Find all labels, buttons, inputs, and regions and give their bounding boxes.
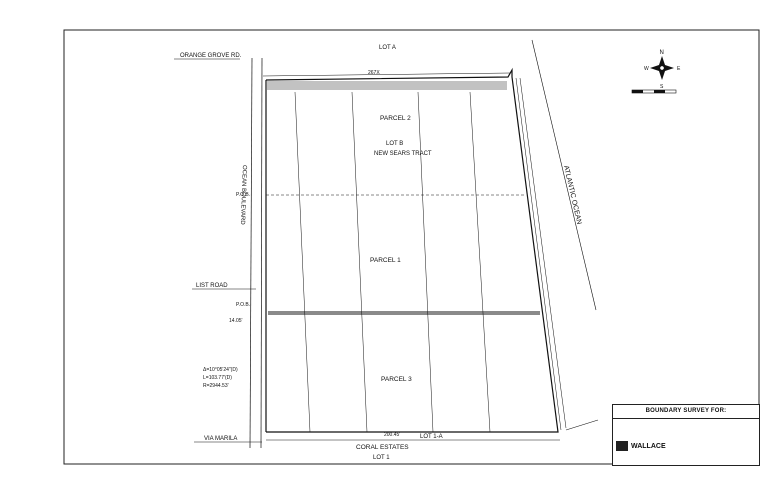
sheet-border bbox=[63, 29, 760, 465]
new-sears-tract-label: NEW SEARS TRACT bbox=[374, 151, 432, 157]
firm-logo: WALLACE bbox=[616, 439, 686, 455]
title-block-heading: BOUNDARY SURVEY FOR: bbox=[613, 405, 759, 419]
ocean-edge bbox=[531, 39, 599, 431]
lot-1a-label: LOT 1-A bbox=[420, 434, 443, 440]
middle-wall-hatch bbox=[268, 311, 540, 315]
parcel-3-label: PARCEL 3 bbox=[381, 376, 412, 383]
road-label-via-marila: VIA MARILA bbox=[204, 436, 237, 442]
north-dimension: 267X bbox=[368, 70, 380, 76]
parcel-1-label: PARCEL 1 bbox=[370, 257, 401, 264]
curve-delta: Δ=10°05'24"(D) bbox=[203, 367, 238, 373]
ocean-boulevard-row bbox=[249, 57, 263, 449]
lot-1-label: LOT 1 bbox=[373, 455, 390, 461]
ocean-boulevard-label: OCEAN BOULEVARD bbox=[239, 165, 247, 225]
firm-logo-icon bbox=[616, 441, 628, 452]
parcel-2-label: PARCEL 2 bbox=[380, 115, 411, 122]
parcel-lines bbox=[266, 91, 525, 433]
south-label: S bbox=[660, 84, 664, 90]
pob-label-1: P.O.B. bbox=[236, 192, 250, 198]
scale-bar bbox=[631, 89, 677, 94]
south-dimension: 200.45' bbox=[384, 432, 400, 438]
west-dimension: 14.05' bbox=[229, 318, 243, 324]
lot-b-label: LOT B bbox=[386, 141, 403, 147]
atlantic-ocean-label: ATLANTIC OCEAN bbox=[562, 165, 582, 225]
coral-estates-label: CORAL ESTATES bbox=[356, 444, 409, 451]
lot-boundary bbox=[262, 67, 567, 433]
title-block: BOUNDARY SURVEY FOR: WALLACE bbox=[612, 404, 760, 466]
west-label: W bbox=[644, 66, 649, 72]
east-label: E bbox=[677, 66, 681, 72]
road-label-orange-grove: ORANGE GROVE RD. bbox=[180, 53, 242, 59]
road-label-list: LIST ROAD bbox=[196, 283, 228, 289]
curve-radius: R=2944.53' bbox=[203, 383, 229, 389]
north-arrow-icon: N W E S bbox=[644, 50, 681, 90]
curve-length: L=103.77'(D) bbox=[203, 375, 232, 381]
pob-label-2: P.O.B. bbox=[236, 302, 250, 308]
north-wall-hatch bbox=[267, 81, 507, 90]
lot-a-label: LOT A bbox=[379, 45, 396, 51]
firm-name: WALLACE bbox=[631, 443, 666, 450]
north-label: N bbox=[660, 50, 664, 56]
